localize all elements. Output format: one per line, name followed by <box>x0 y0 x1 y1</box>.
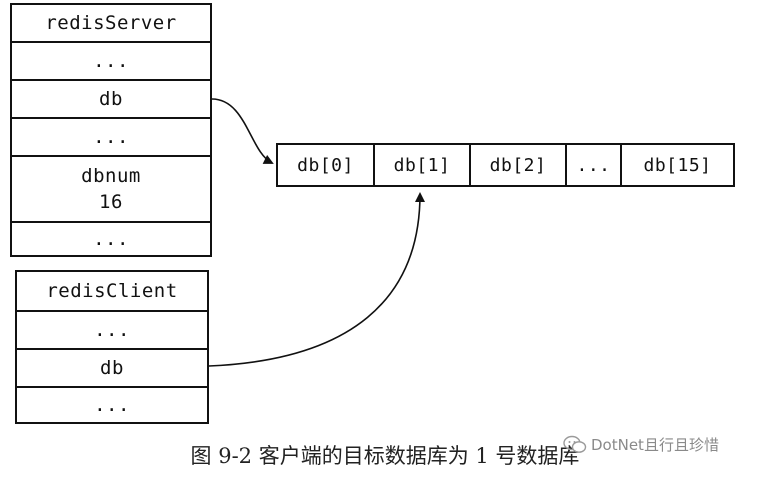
db-array: db[0] db[1] db[2] ... db[15] <box>276 143 735 187</box>
db-cell-15: db[15] <box>643 154 712 176</box>
figure-caption: 图 9-2 客户端的目标数据库为 1 号数据库 <box>190 444 580 468</box>
db-cell-1: db[1] <box>375 145 471 185</box>
server-title: redisServer <box>12 5 210 43</box>
client-row-ellipsis-2: ... <box>94 394 130 416</box>
redis-client-struct: redisClient ... db ... <box>15 270 209 424</box>
client-title: redisClient <box>17 272 207 312</box>
db-cell-0: db[0] <box>278 145 375 185</box>
server-row-ellipsis-1: ... <box>12 43 210 81</box>
dbnum-label: dbnum <box>81 165 141 187</box>
db-cell-ellipsis: ... <box>567 145 622 185</box>
server-row-ellipsis-2: ... <box>12 119 210 157</box>
watermark: DotNet且行且珍惜 <box>563 434 719 455</box>
server-row-dbnum: dbnum 16 <box>12 157 210 223</box>
db-cell-2: db[2] <box>471 145 567 185</box>
client-db-arrow <box>208 192 425 367</box>
dbnum-value: 16 <box>99 191 123 213</box>
client-row-ellipsis-1: ... <box>17 312 207 350</box>
wechat-icon <box>563 435 587 455</box>
redis-server-struct: redisServer ... db ... dbnum 16 ... <box>10 3 212 257</box>
server-row-db: db <box>12 81 210 119</box>
server-db-arrow <box>211 98 274 164</box>
client-row-db: db <box>17 350 207 388</box>
server-row-ellipsis-3: ... <box>93 228 129 250</box>
watermark-text: DotNet且行且珍惜 <box>591 436 719 454</box>
